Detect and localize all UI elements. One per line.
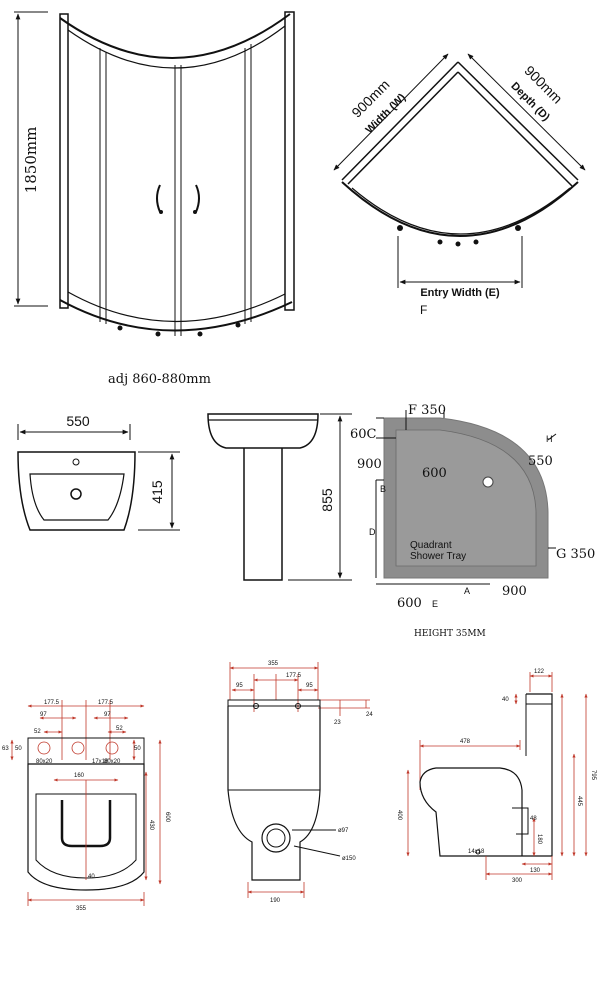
tr-190: 190	[270, 898, 281, 904]
tp-50a: 50	[15, 746, 22, 752]
basin-depth: 415	[149, 480, 165, 504]
tp-hole-b: 17x18	[92, 759, 109, 765]
tp-50b: 50	[134, 746, 141, 752]
tray-bottom-right: 900	[502, 584, 527, 599]
tray-top-val: 600	[422, 466, 447, 481]
ts-130: 130	[530, 868, 541, 874]
tp-52b: 52	[116, 726, 123, 732]
tp-97a: 97	[40, 712, 47, 718]
tr-24: 24	[366, 712, 373, 718]
tp-430: 430	[148, 820, 154, 831]
basin-width: 550	[66, 413, 90, 429]
tray-name-2: Shower Tray	[410, 551, 466, 562]
tray-height-note: HEIGHT 35MM	[414, 629, 486, 639]
ts-122: 122	[534, 669, 545, 675]
tray-h-label: H	[546, 434, 553, 444]
ts-795: 795	[590, 770, 596, 781]
tray-d-label: D	[369, 527, 376, 537]
toilet-side-view	[406, 672, 588, 880]
ts-400: 400	[396, 810, 402, 821]
tr-95a: 95	[236, 683, 243, 689]
ts-300: 300	[512, 878, 523, 884]
tray-left-val: 900	[357, 457, 382, 472]
entry-width-label: Entry Width (E)	[420, 287, 500, 299]
ts-small-b: 14x18	[468, 849, 485, 855]
tr-23: 23	[334, 720, 341, 726]
tr-150: ø150	[342, 856, 356, 862]
basin-pedestal-view	[207, 413, 352, 581]
ts-180: 180	[536, 834, 542, 845]
tp-40: 40	[88, 874, 95, 880]
toilet-plan-view	[10, 700, 162, 906]
tp-hole-a: 80x20	[36, 759, 53, 765]
basin-height: 855	[319, 488, 335, 512]
tray-name-1: Quadrant	[410, 540, 452, 551]
letter-f: F	[420, 303, 427, 317]
tr-95b: 95	[306, 683, 313, 689]
toilet-rear-view	[227, 662, 370, 898]
tray-e-label: E	[432, 599, 438, 609]
tp-52a: 52	[34, 729, 41, 735]
ts-40: 40	[502, 697, 509, 703]
ts-small-a: 48	[530, 816, 537, 822]
basin-top-view	[17, 424, 180, 531]
tp-97b: 97	[104, 712, 111, 718]
enclosure-adjust-label: adj 860-880mm	[108, 372, 211, 387]
tp-177b: 177.5	[98, 700, 114, 706]
tp-177a: 177.5	[44, 700, 60, 706]
tray-b-label: B	[380, 484, 386, 494]
enclosure-plan-view	[333, 53, 586, 288]
tp-160: 160	[74, 773, 85, 779]
tray-f-val: F 350	[408, 403, 446, 418]
enclosure-front-view: 1850mm	[14, 11, 295, 337]
shower-tray-view	[375, 410, 557, 585]
tp-600: 600	[164, 812, 170, 823]
ts-445: 445	[576, 796, 582, 807]
tp-355: 355	[76, 906, 87, 912]
enclosure-height-label: 1850mm	[22, 127, 40, 194]
tp-hole-c: 80x20	[104, 759, 121, 765]
tray-h-val: 550	[528, 454, 553, 469]
tp-63: 63	[2, 746, 9, 752]
ts-478: 478	[460, 739, 471, 745]
tr-177: 177.5	[286, 673, 302, 679]
tray-bottom-left: 600	[397, 596, 422, 611]
tr-355: 355	[268, 661, 279, 667]
tr-97: ø97	[338, 828, 349, 834]
tray-a-label: A	[464, 586, 470, 596]
tray-g-val: G 350	[556, 547, 595, 562]
tray-c-val: 60C	[350, 427, 377, 442]
